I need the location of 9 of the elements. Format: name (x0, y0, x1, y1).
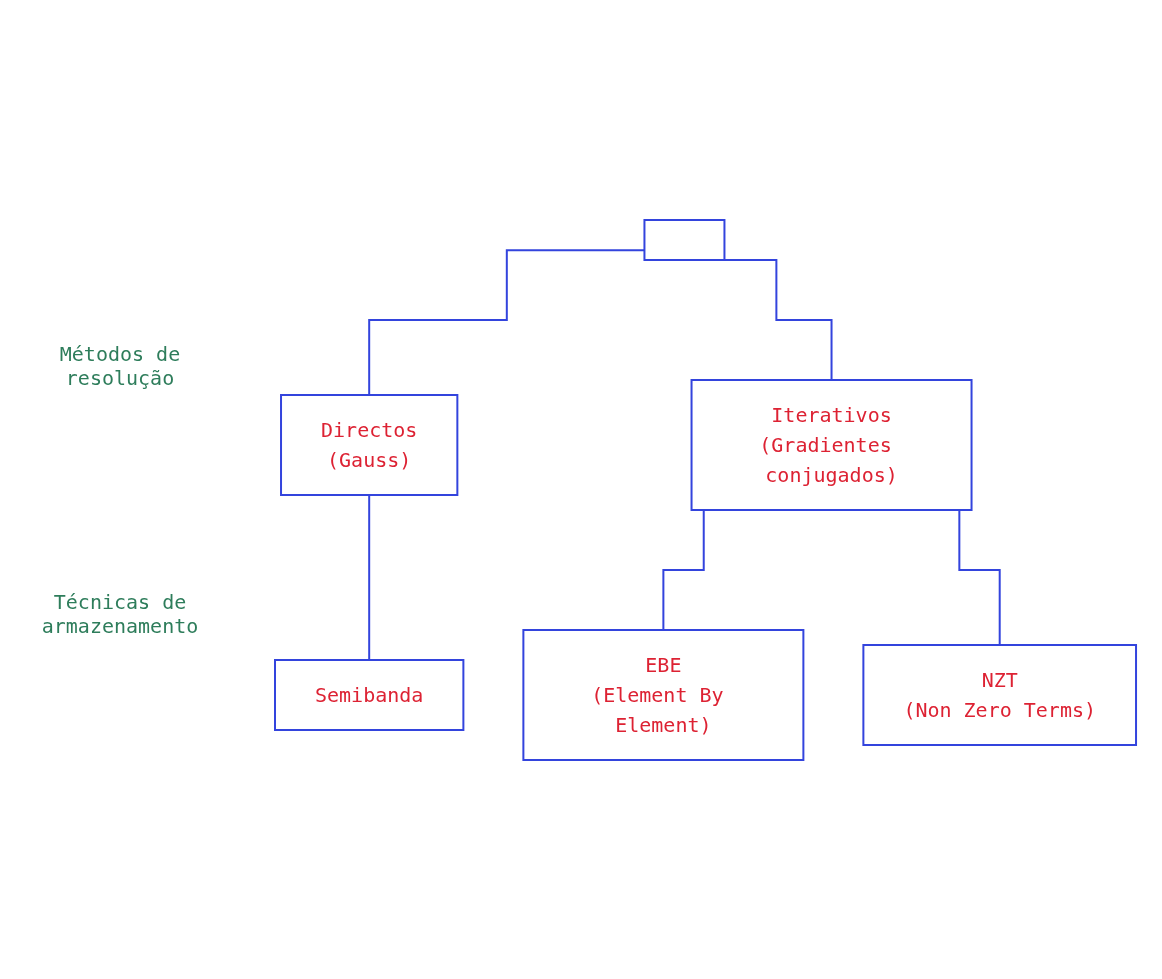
node-box: Iterativos (Gradientes conjugados) (691, 378, 973, 511)
node-box: EBE (Element By Element) (522, 628, 805, 761)
level-label: Técnicas de armazenamento (40, 589, 200, 638)
node-box: NZT (Non Zero Terms) (862, 643, 1138, 746)
node-box: Directos (Gauss) (280, 393, 459, 496)
node-box: Semibanda (274, 658, 465, 731)
connector (368, 493, 371, 661)
node-box (643, 218, 726, 261)
level-label: Métodos de resolução (58, 341, 182, 390)
